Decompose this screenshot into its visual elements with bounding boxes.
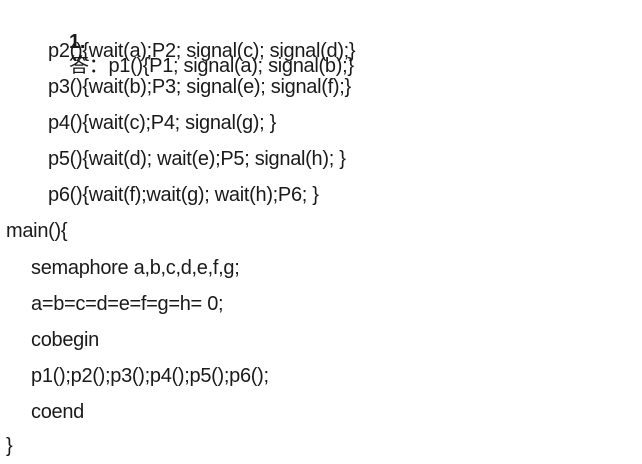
code-line: } — [6, 435, 13, 457]
code-line: p1();p2();p3();p4();p5();p6(); — [31, 365, 269, 387]
code-line: p1(){P1; signal(a); signal(b);} — [108, 55, 354, 77]
code-line: p2(){wait(a);P2; signal(c); signal(d);} — [48, 40, 356, 62]
code-line: main(){ — [6, 220, 68, 242]
code-line: p4(){wait(c);P4; signal(g); } — [48, 112, 277, 134]
answer-number: 1. — [69, 31, 86, 53]
answer-label: 答： — [69, 55, 109, 77]
code-line: coend — [31, 401, 84, 423]
code-line: a=b=c=d=e=f=g=h= 0; — [31, 293, 224, 315]
code-line: cobegin — [31, 329, 99, 351]
code-line: p3(){wait(b);P3; signal(e); signal(f);} — [48, 76, 351, 98]
code-line: p5(){wait(d); wait(e);P5; signal(h); } — [48, 148, 346, 170]
code-line: p6(){wait(f);wait(g); wait(h);P6; } — [48, 184, 319, 206]
answer-line-1: 1. 答：p1(){P1; signal(a); signal(b);} — [48, 6, 354, 102]
code-line: semaphore a,b,c,d,e,f,g; — [31, 257, 240, 279]
